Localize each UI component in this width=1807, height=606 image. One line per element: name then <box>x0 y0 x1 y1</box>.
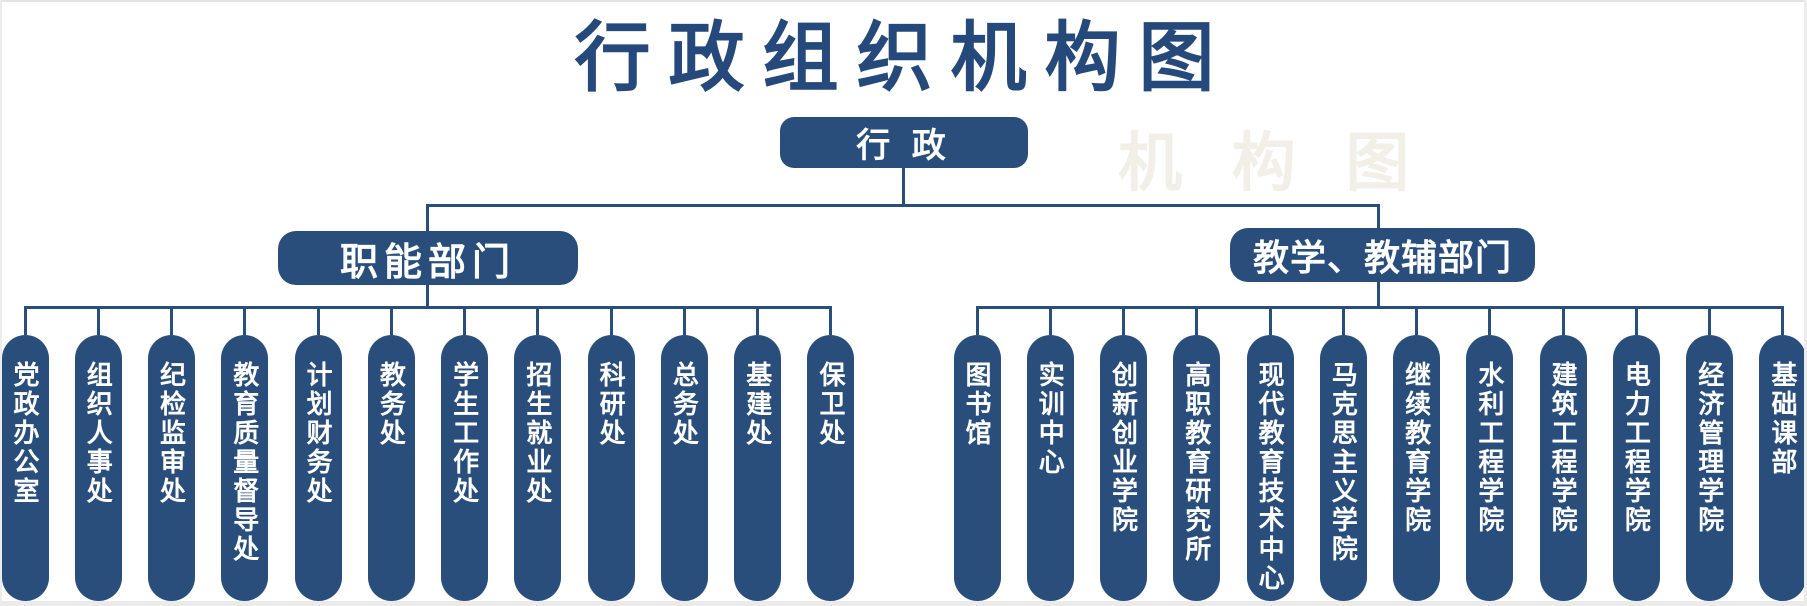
connector-leaf-drop <box>170 306 174 335</box>
leaf-node-label: 招生就业处 <box>522 361 553 506</box>
leaf-node: 基础课部 <box>1759 335 1807 601</box>
leaf-node-label: 计划财务处 <box>303 361 334 506</box>
leaf-node-label: 现代教育技术中心 <box>1255 361 1286 593</box>
connector-top-rail <box>427 204 1380 207</box>
connector-leaf-drop <box>1561 306 1565 335</box>
leaf-node-label: 马克思主义学院 <box>1328 361 1359 564</box>
connector-leaf-drop <box>756 306 760 335</box>
leaf-node-label: 电力工程学院 <box>1621 361 1652 535</box>
branch-node-teaching: 教学、教辅部门 <box>1230 228 1535 282</box>
connector-leaf-rail <box>25 306 831 309</box>
connector-leaf-drop <box>1708 306 1712 335</box>
leaf-node: 电力工程学院 <box>1612 335 1660 601</box>
leaf-node: 教务处 <box>367 335 415 601</box>
leaf-node: 马克思主义学院 <box>1319 335 1367 601</box>
leaf-node: 经济管理学院 <box>1686 335 1734 601</box>
frame-border-bottom <box>0 601 1807 606</box>
leaf-node: 创新创业学院 <box>1100 335 1148 601</box>
connector-leaf-drop <box>1781 306 1785 335</box>
connector-leaf-drop <box>609 306 613 335</box>
connector-leaf-drop <box>1341 306 1345 335</box>
frame-border-top <box>0 0 1807 2</box>
connector-left-branch-drop-lower <box>426 284 429 309</box>
leaf-node: 总务处 <box>660 335 708 601</box>
connector-leaf-drop <box>243 306 247 335</box>
connector-leaf-drop <box>1122 306 1126 335</box>
leaf-node-label: 纪检监审处 <box>156 361 187 506</box>
connector-leaf-drop <box>975 306 979 335</box>
leaf-node: 教育质量督导处 <box>221 335 269 601</box>
leaf-node-label: 保卫处 <box>815 361 846 448</box>
leaf-node-label: 科研处 <box>596 361 627 448</box>
connector-leaf-drop <box>1634 306 1638 335</box>
leaf-node: 党政办公室 <box>1 335 49 601</box>
leaf-node: 组织人事处 <box>74 335 122 601</box>
leaf-node: 实训中心 <box>1026 335 1074 601</box>
connector-leaf-drop <box>389 306 393 335</box>
leaf-node-label: 建筑工程学院 <box>1548 361 1579 535</box>
leaf-node: 科研处 <box>587 335 635 601</box>
leaf-node-label: 总务处 <box>669 361 700 448</box>
leaf-node-label: 组织人事处 <box>83 361 114 506</box>
leaf-node: 继续教育学院 <box>1393 335 1441 601</box>
connector-right-branch-drop-lower <box>1377 281 1380 309</box>
connector-leaf-drop <box>1415 306 1419 335</box>
leaf-node-label: 创新创业学院 <box>1108 361 1139 535</box>
connector-leaf-drop <box>829 306 833 335</box>
leaf-node-label: 教务处 <box>376 361 407 448</box>
leaf-node-label: 高职教育研究所 <box>1181 361 1212 564</box>
branch-node-label: 职能部门 <box>339 241 516 284</box>
leaf-node: 基建处 <box>734 335 782 601</box>
root-node: 行 政 <box>780 117 1028 168</box>
leaf-node-label: 基建处 <box>742 361 773 448</box>
connector-leaf-drop <box>1488 306 1492 335</box>
connector-leaf-drop <box>1048 306 1052 335</box>
leaf-node: 水利工程学院 <box>1466 335 1514 601</box>
chart-title: 行政组织机构图 <box>574 16 1233 101</box>
connector-leaf-drop <box>96 306 100 335</box>
leaf-node-label: 继续教育学院 <box>1401 361 1432 535</box>
leaf-node: 现代教育技术中心 <box>1246 335 1294 601</box>
branch-node-label: 教学、教辅部门 <box>1252 237 1512 278</box>
leaf-node-label: 实训中心 <box>1035 361 1066 477</box>
watermark-ghost-text: 机 构 图 <box>1118 127 1426 199</box>
branch-node-functional: 职能部门 <box>278 231 578 285</box>
connector-leaf-drop <box>536 306 540 335</box>
leaf-node: 保卫处 <box>807 335 855 601</box>
connector-leaf-drop <box>1268 306 1272 335</box>
leaf-node-label: 党政办公室 <box>10 361 40 506</box>
frame-border-right <box>1804 0 1807 606</box>
root-node-label: 行 政 <box>856 127 952 165</box>
leaf-node: 招生就业处 <box>514 335 562 601</box>
leaf-node-label: 经济管理学院 <box>1694 361 1725 535</box>
leaf-node: 学生工作处 <box>441 335 489 601</box>
leaf-node-label: 教育质量督导处 <box>229 361 260 564</box>
connector-leaf-drop <box>23 306 27 335</box>
connector-left-branch-drop <box>426 204 429 232</box>
leaf-node: 高职教育研究所 <box>1173 335 1221 601</box>
connector-leaf-drop <box>463 306 467 335</box>
leaf-node-label: 水利工程学院 <box>1474 361 1505 535</box>
leaf-node: 纪检监审处 <box>148 335 196 601</box>
connector-leaf-drop <box>316 306 320 335</box>
leaf-node-label: 基础课部 <box>1767 361 1798 477</box>
connector-leaf-rail <box>977 306 1783 309</box>
leaf-node-label: 图书馆 <box>962 361 992 448</box>
leaf-node: 计划财务处 <box>294 335 342 601</box>
connector-leaf-drop <box>682 306 686 335</box>
connector-root-drop <box>902 167 905 206</box>
leaf-node: 建筑工程学院 <box>1539 335 1587 601</box>
frame-border-left <box>0 0 2 606</box>
leaf-node-label: 学生工作处 <box>449 361 480 506</box>
leaf-node: 图书馆 <box>953 335 1001 601</box>
connector-right-branch-drop <box>1377 204 1380 230</box>
connector-leaf-drop <box>1195 306 1199 335</box>
